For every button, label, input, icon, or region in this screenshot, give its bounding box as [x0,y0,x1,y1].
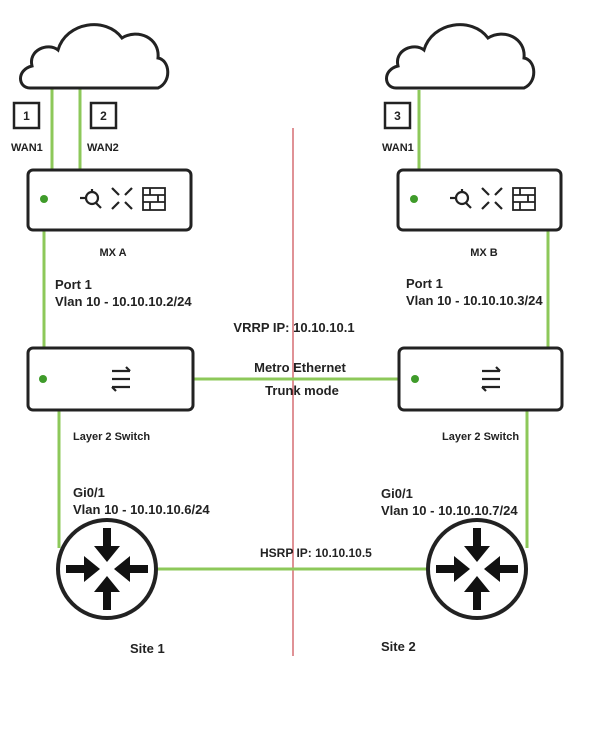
left-switch-label: Layer 2 Switch [73,431,150,443]
vrrp-ip-label: VRRP IP: 10.10.10.1 [233,320,354,335]
wan-badge-2: 2 [89,101,118,130]
security-appliance-icon [26,168,193,232]
switch-arrows-icon [397,346,564,412]
cloud-icon [385,23,536,90]
wan1-label-b: WAN1 [382,142,414,154]
wan-badge-3: 3 [383,101,412,130]
mx-b-port-label: Port 1 [406,276,443,291]
cloud-icon [19,23,170,90]
switch-arrows-icon [26,346,195,412]
router-icon [56,518,158,620]
right-router-port-label: Gi0/1 [381,486,413,501]
security-appliance-icon [396,168,563,232]
mx-b-label: MX B [470,247,498,259]
wan-badge-1: 1 [12,101,41,130]
mx-a-port-label: Port 1 [55,277,92,292]
metro-ethernet-label: Metro Ethernet [254,360,346,375]
site-2-label: Site 2 [381,639,416,654]
mx-a-vlan-label: Vlan 10 - 10.10.10.2/24 [55,294,192,309]
right-switch-label: Layer 2 Switch [442,431,519,443]
mx-b-vlan-label: Vlan 10 - 10.10.10.3/24 [406,293,543,308]
wan2-label-a: WAN2 [87,142,119,154]
links [42,88,550,571]
wan1-label-a: WAN1 [11,142,43,154]
site-1-label: Site 1 [130,641,165,656]
trunk-mode-label: Trunk mode [265,383,339,398]
right-router-vlan-label: Vlan 10 - 10.10.10.7/24 [381,503,518,518]
left-router-port-label: Gi0/1 [73,485,105,500]
left-router-vlan-label: Vlan 10 - 10.10.10.6/24 [73,502,210,517]
svg-text:3: 3 [394,109,401,123]
mx-a-label: MX A [99,247,126,259]
svg-text:2: 2 [100,109,107,123]
svg-text:1: 1 [23,109,30,123]
router-icon [426,518,528,620]
hsrp-ip-label: HSRP IP: 10.10.10.5 [260,546,372,560]
